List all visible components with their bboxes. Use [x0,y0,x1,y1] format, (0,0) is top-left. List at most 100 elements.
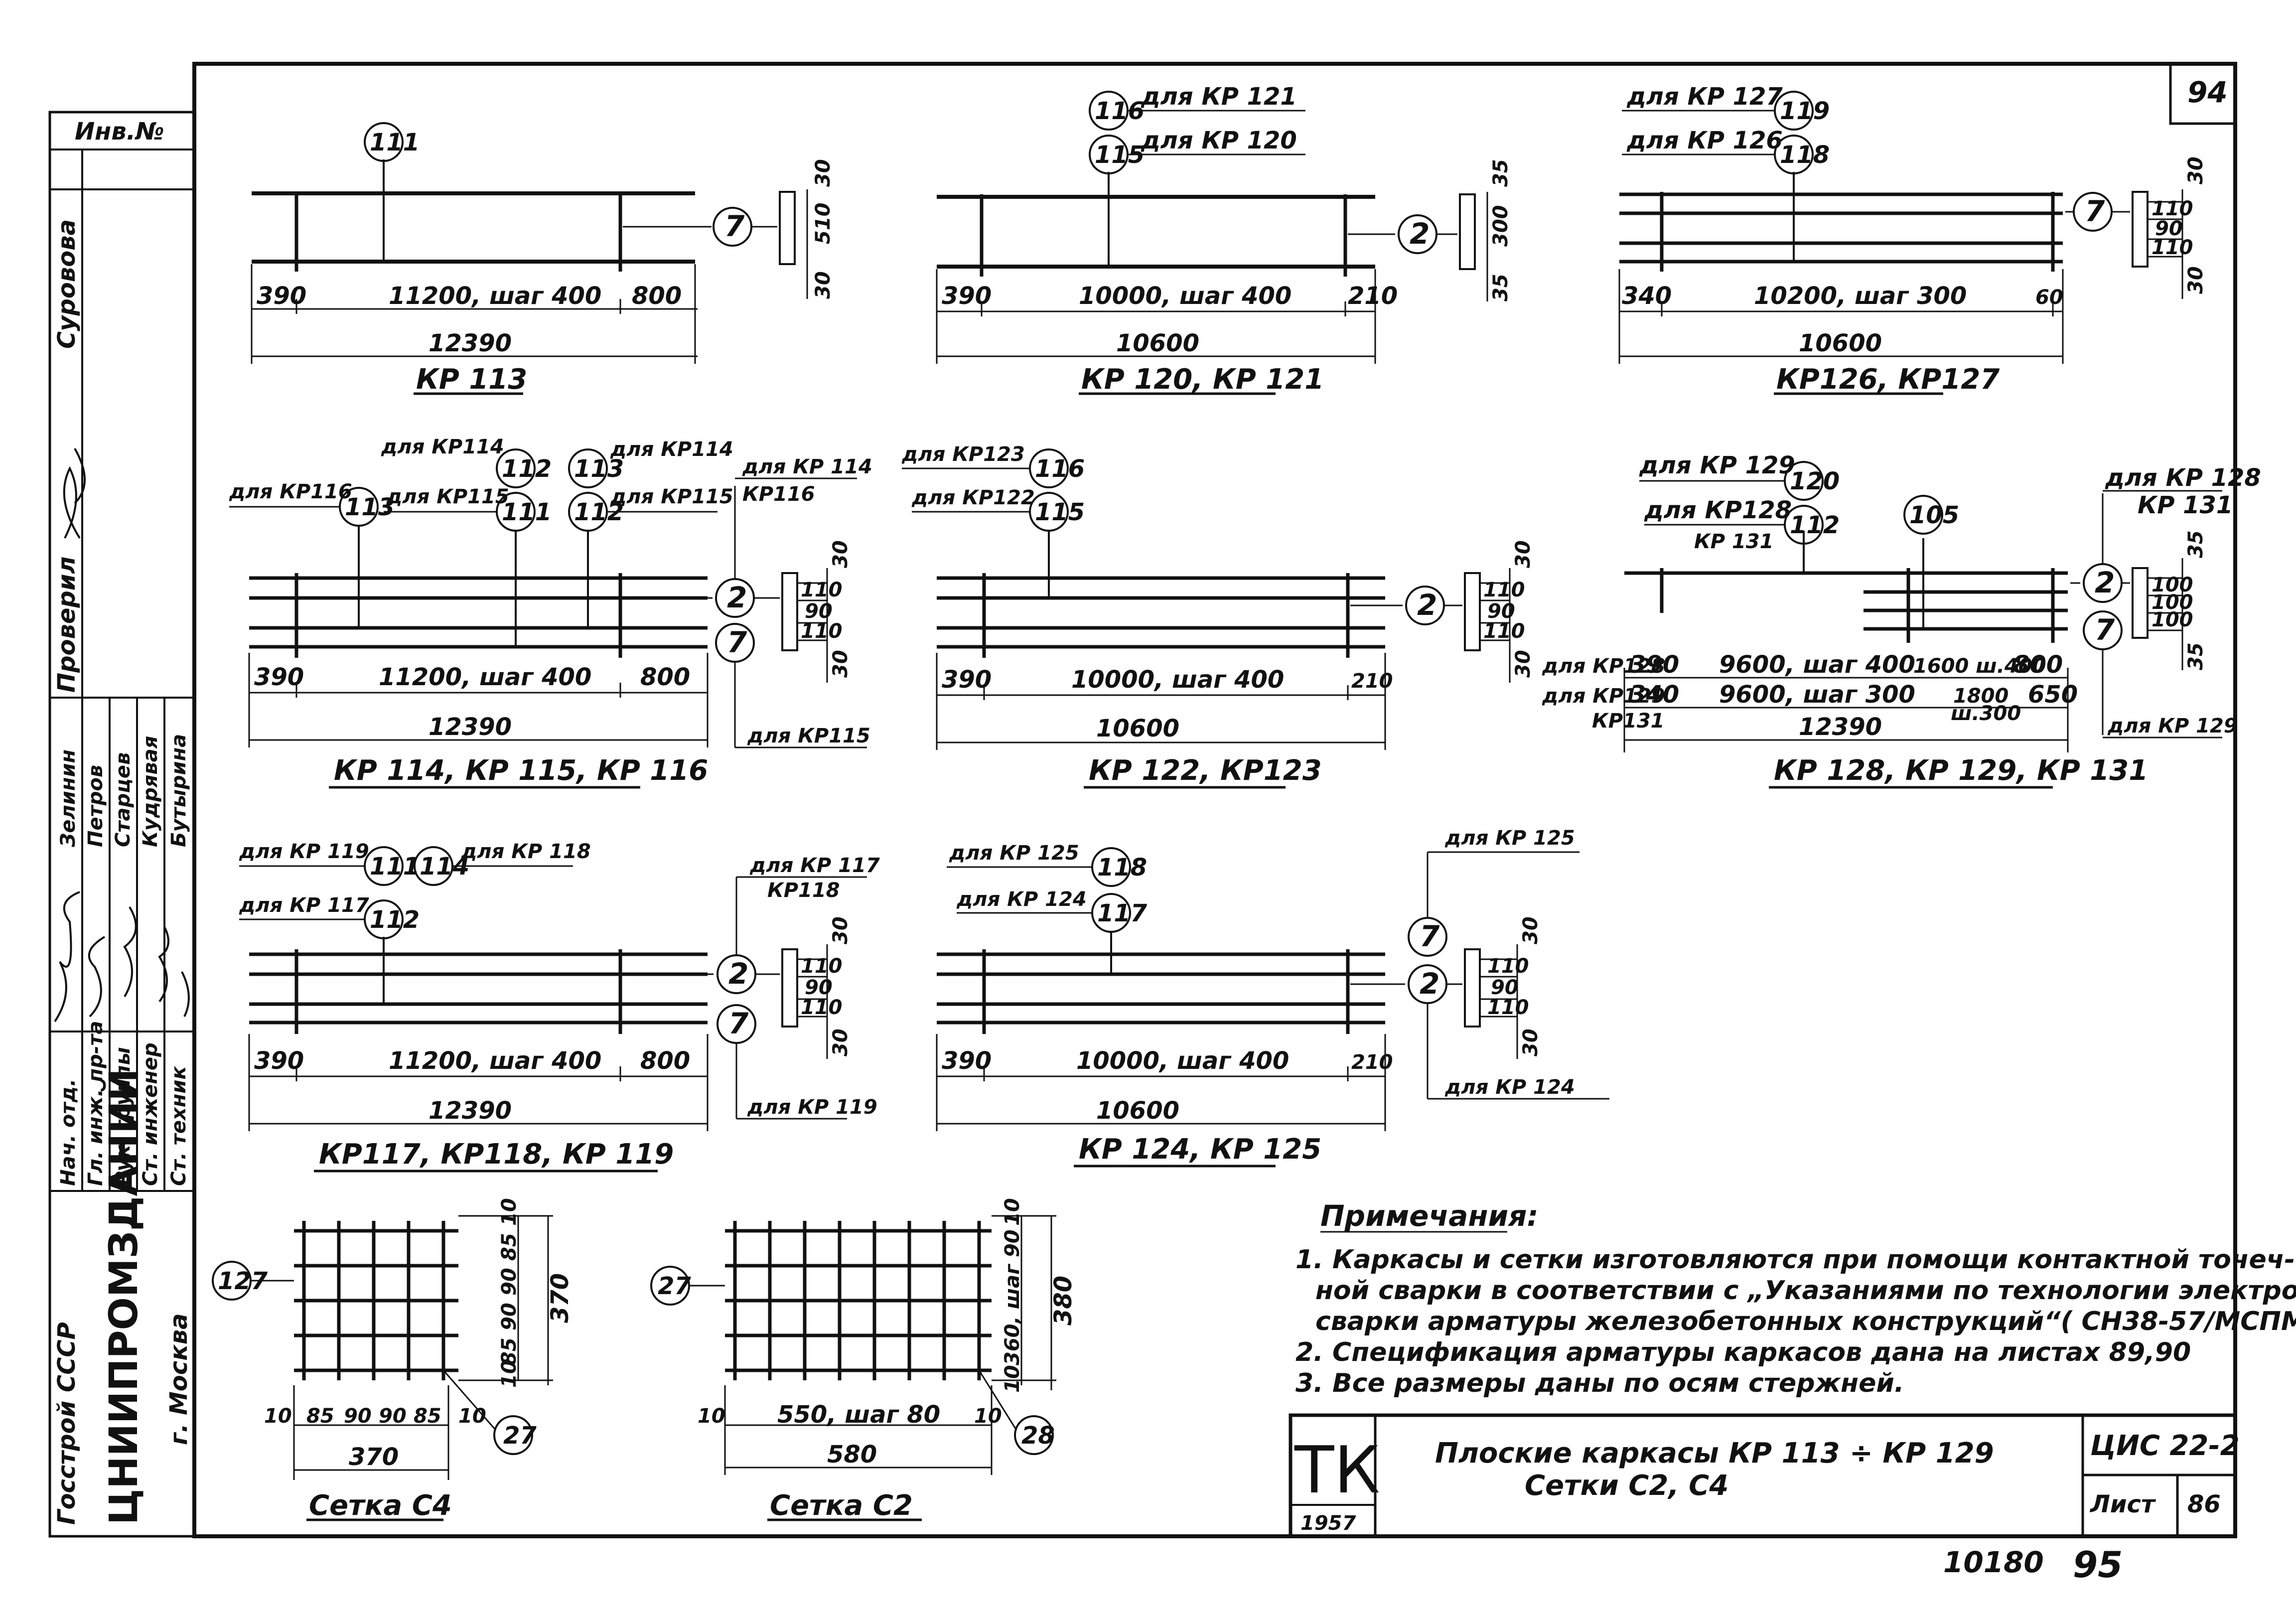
c2-title: Сетка С2 [770,1489,913,1522]
kr124-e2: 2 [1420,967,1439,1001]
title-code: ЦИС 22-2 [2090,1430,2240,1462]
frame-kr124 [936,847,1609,1168]
kr117-p1: 111 [370,853,420,881]
c2-b3: 10 [974,1405,1002,1428]
kr114-p1: 112 [502,455,552,483]
kr126-pos2: 118 [1780,141,1830,169]
kr126-h5: 30 [2184,266,2207,294]
kr124-h1: 30 [1519,916,1542,944]
kr114-h1: 30 [829,540,852,568]
kr128-row1-c: 1600 ш.400 [1913,655,2046,678]
kr128-total: 12390 [1799,713,1882,741]
note-line-5: 3. Все размеры даны по осям стержней. [1295,1368,1904,1398]
kr128-p1: 120 [1790,467,1840,495]
kr126-d1: 340 [1622,282,1672,310]
kr117-title: КР117, КР118, КР 119 [319,1138,674,1171]
kr126-h3: 90 [2155,217,2183,240]
kr122-end: 2 [1417,588,1437,622]
kr114-p3: 113 [345,493,395,521]
note-line-1: 1. Каркасы и сетки изготовляются при пом… [1295,1245,2295,1275]
stamp-name-2: Петров [84,765,107,847]
kr117-r1: для КР 117 [749,854,880,877]
kr128-row2-b: 9600, шаг 300 [1719,681,1915,709]
stamp-org-2: ЦНИИПРОМЗДАНИЙ [101,1068,146,1525]
c4-r3: 90 [498,1268,521,1296]
mesh-c4 [212,1215,553,1521]
kr122-d3: 210 [1351,670,1393,693]
stamp-checker: Суровова [53,219,81,349]
kr128-h5: 35 [2184,642,2207,670]
kr128-row1-lbl: для КР128 [1542,655,1665,678]
stamp-name-1: Зелинин [57,749,80,848]
kr114-e1: 2 [727,581,747,614]
frame-kr114 [229,448,867,789]
kr113-h1: 30 [812,159,835,187]
stamp-name-3: Старцев [112,752,135,847]
c2-height: 380 [1049,1276,1077,1325]
frame-kr113 [251,122,808,395]
kr120-h2: 300 [1489,205,1512,247]
kr128-l2b: КР 131 [1694,530,1773,553]
kr122-p1: 116 [1035,455,1085,483]
kr120-h1: 35 [1489,159,1512,187]
kr128-h4: 100 [2152,608,2193,631]
kr124-h2: 110 [1487,955,1529,978]
kr114-total: 12390 [429,713,512,741]
kr122-h2: 110 [1483,579,1525,601]
stamp-role-2: Гл. инж. пр-та [84,1021,107,1186]
c4-r4: 90 [498,1303,521,1330]
kr126-h4: 110 [2152,236,2193,259]
kr113-h3: 30 [812,271,835,299]
kr114-r2: КР116 [742,483,815,506]
kr120-pos2-lbl: для КР 120 [1141,127,1297,154]
kr113-pos: 111 [370,129,420,156]
kr114-l1: для КР114 [381,436,504,458]
kr124-h4: 110 [1487,996,1529,1019]
kr128-row1-d: 800 [2013,651,2063,679]
kr120-total: 10600 [1116,329,1199,357]
kr122-h1: 30 [1512,540,1535,568]
kr128-row2-e: 650 [2028,681,2078,709]
tk-mark: ТК [1294,1432,1380,1508]
kr126-d2: 10200, шаг 300 [1754,282,1967,310]
kr114-e2: 7 [727,625,747,659]
kr114-r1: для КР 114 [742,455,872,478]
kr122-title: КР 122, КР123 [1089,754,1322,787]
kr120-pos2: 115 [1095,141,1145,169]
kr114-p4: 111 [502,498,552,526]
kr128-p2: 112 [1790,511,1840,539]
kr122-d1: 390 [942,666,992,694]
mesh-c2 [650,1215,1056,1521]
title-block [1289,1413,2237,1538]
kr126-total: 10600 [1799,329,1882,357]
c4-b4: 90 [379,1405,407,1428]
kr117-e2: 7 [728,1007,749,1040]
kr120-title: КР 120, КР 121 [1081,363,1324,396]
kr124-total: 10600 [1096,1097,1179,1125]
tk-year: 1957 [1300,1512,1356,1535]
kr113-end: 7 [724,209,745,243]
c4-width: 370 [349,1443,399,1471]
title-sheet-label: Лист [2089,1490,2156,1518]
kr120-d3: 210 [1348,282,1398,310]
c4-b2: 85 [306,1405,334,1428]
kr113-title: КР 113 [416,363,527,396]
kr124-rt: для КР 125 [1444,827,1575,850]
stamp-name-4: Кудрявая [139,736,162,847]
kr117-d1: 390 [254,1047,304,1075]
kr117-h5: 30 [829,1029,852,1056]
stamp-rotated-text: Суровова Проверил Нач. отд. Гл. инж. пр-… [53,219,193,1525]
c4-r1: 10 [498,1198,521,1226]
c2-b1: 10 [698,1405,725,1428]
kr122-h3: 90 [1487,600,1515,623]
kr113-total: 12390 [429,329,512,357]
kr120-d2: 10000, шаг 400 [1079,282,1292,310]
c2-pos: 27 [658,1272,691,1300]
kr126-end: 7 [2085,194,2105,228]
kr128-row1-b: 9600, шаг 400 [1719,651,1915,679]
note-line-3: сварки арматуры железобетонных конструкц… [1315,1307,2296,1336]
kr128-h2: 100 [2152,574,2193,596]
kr128-h1: 35 [2184,530,2207,558]
kr117-p2: 114 [420,853,469,881]
